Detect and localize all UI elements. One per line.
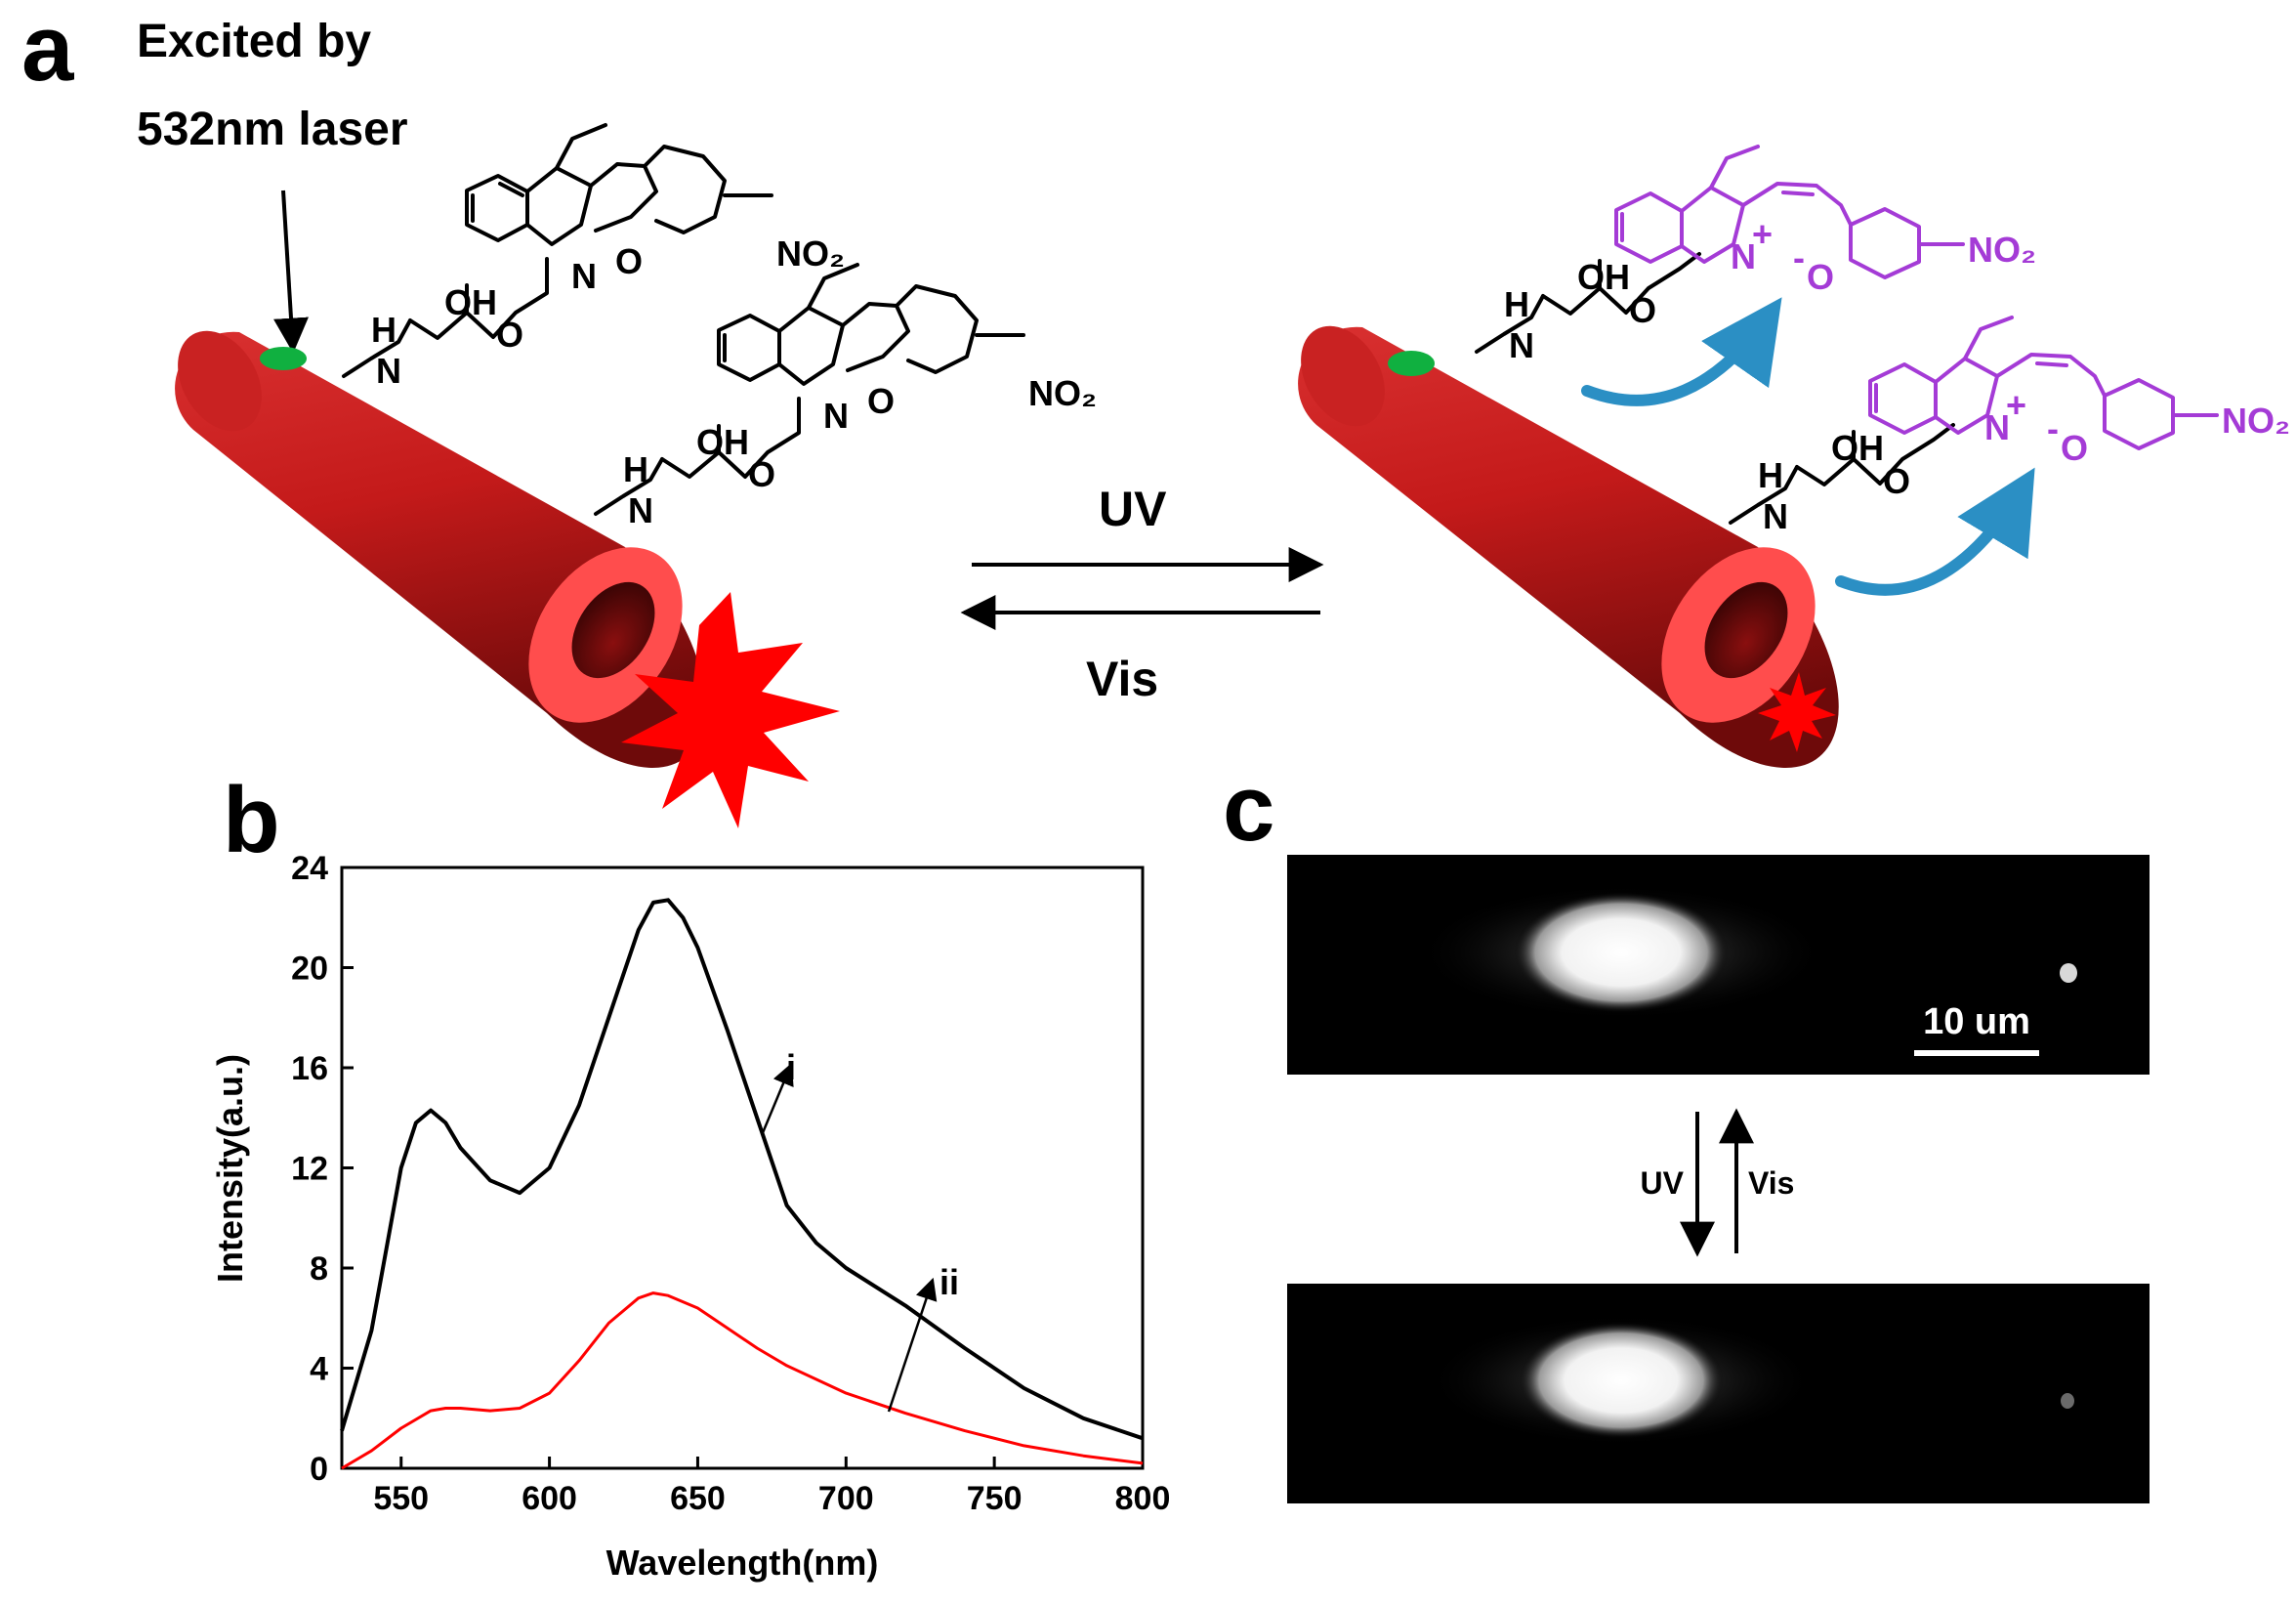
x-tick-label: 600 — [522, 1480, 577, 1517]
x-tick-label: 650 — [670, 1480, 726, 1517]
amine-n: N — [628, 490, 653, 530]
emission-star-small — [1758, 672, 1836, 752]
tube-back-end — [1301, 325, 1385, 427]
iminium-charge: + — [2006, 385, 2026, 425]
nanotube-bright — [175, 330, 706, 768]
ether-o: O — [1629, 290, 1656, 330]
curve-i-pointer — [760, 1062, 794, 1136]
iminium-n: N — [1984, 407, 2010, 447]
amine-h: H — [623, 449, 648, 489]
panel-c: c 10 um UV Vis — [1223, 756, 2150, 1503]
panel-a-label: a — [21, 0, 74, 101]
tube-bore — [1704, 581, 1788, 679]
nitro-group: NO₂ — [1968, 230, 2036, 270]
y-tick-label: 24 — [291, 850, 328, 887]
panel-a: a Excited by 532nm laser H N — [21, 0, 2290, 828]
phenolate-o: O — [2061, 428, 2088, 468]
tip-spot — [2060, 963, 2077, 983]
curve-ii-pointer — [887, 1277, 938, 1413]
laser-spot — [260, 347, 307, 370]
uv-label: UV — [1099, 482, 1167, 536]
excitation-label-line2: 532nm laser — [137, 104, 408, 155]
laser-pointer-arrow — [273, 190, 309, 354]
merocyanine-molecule-1: H N OH O N + O - NO₂ — [1475, 145, 2036, 406]
phenolate-charge: - — [2047, 408, 2059, 448]
spiropyran-molecule-2: H N OH O N O NO₂ — [594, 263, 1097, 530]
y-tick-label: 8 — [310, 1250, 328, 1288]
spiropyran-molecule-1: H N OH O N O NO₂ — [342, 123, 845, 391]
ether-o: O — [748, 454, 775, 494]
curve-ii-label: ii — [939, 1262, 959, 1302]
indoline-n: N — [571, 256, 597, 296]
y-tick-label: 12 — [291, 1151, 328, 1188]
micrograph-before: 10 um — [1287, 855, 2150, 1075]
x-tick-label: 700 — [818, 1480, 874, 1517]
nitro-group: NO₂ — [1028, 373, 1097, 413]
plot-frame — [340, 866, 1145, 1470]
series-line-i — [340, 898, 1144, 1441]
phenolate-o: O — [1807, 257, 1834, 297]
emission-star-large — [621, 592, 840, 828]
y-tick-label: 16 — [291, 1050, 328, 1087]
y-tick-label: 4 — [310, 1351, 328, 1388]
ether-o: O — [496, 315, 523, 355]
vis-label: Vis — [1748, 1165, 1794, 1201]
scale-bar-label: 10 um — [1923, 1001, 2030, 1042]
vis-label: Vis — [1086, 652, 1158, 706]
panel-b-label: b — [223, 768, 280, 872]
indoline-n: N — [823, 396, 849, 436]
series-line-ii — [341, 1291, 1144, 1470]
amine-n: N — [376, 351, 401, 391]
nitro-group: NO₂ — [2222, 401, 2290, 441]
y-tick-label: 20 — [291, 951, 328, 988]
nanotube-dim — [1298, 325, 1839, 768]
amine-n: N — [1763, 496, 1788, 536]
ether-o: O — [1883, 461, 1910, 501]
x-tick-label: 750 — [967, 1480, 1023, 1517]
phenolate-charge: - — [1793, 237, 1805, 277]
micrograph-after — [1287, 1284, 2150, 1503]
excitation-label-line1: Excited by — [137, 16, 371, 67]
panel-b: b 550 600 650 700 750 800 0 4 8 12 16 20 24 Waveleng… — [210, 768, 1170, 1583]
hydroxyl: OH — [444, 282, 497, 322]
pyran-o: O — [867, 381, 895, 421]
plot-series — [340, 898, 1144, 1470]
x-tick-label: 550 — [373, 1480, 429, 1517]
amine-h: H — [371, 310, 397, 350]
merocyanine-molecule-2: H N OH O N + O - NO₂ — [1729, 316, 2290, 596]
curve-i-label: i — [786, 1047, 796, 1087]
amine-h: H — [1758, 455, 1783, 495]
hydroxyl: OH — [1577, 257, 1630, 297]
uv-label: UV — [1641, 1165, 1685, 1201]
axis-ticks: 550 600 650 700 750 800 0 4 8 12 16 20 24 — [291, 850, 1170, 1517]
nitro-group: NO₂ — [776, 233, 845, 274]
y-axis-title: Intensity(a.u.) — [210, 1054, 250, 1283]
bright-spot — [1519, 1322, 1724, 1439]
hydroxyl: OH — [1831, 428, 1884, 468]
charge-transfer-arrow — [1835, 467, 2035, 596]
iminium-charge: + — [1752, 214, 1773, 254]
panel-c-label: c — [1223, 756, 1274, 861]
pyran-o: O — [615, 241, 643, 281]
x-axis-title: Wavelength(nm) — [606, 1543, 879, 1583]
iminium-n: N — [1731, 236, 1756, 276]
x-tick-label: 800 — [1115, 1480, 1171, 1517]
scale-bar — [1914, 1050, 2039, 1056]
tube-back-end — [178, 330, 262, 432]
hydroxyl: OH — [696, 422, 749, 462]
tip-spot — [2061, 1393, 2074, 1409]
tube-bore — [571, 581, 655, 679]
amine-n: N — [1509, 325, 1534, 365]
y-tick-label: 0 — [310, 1451, 328, 1488]
charge-transfer-arrow — [1581, 297, 1782, 406]
laser-spot — [1388, 351, 1435, 376]
bright-spot — [1514, 892, 1729, 1013]
amine-h: H — [1504, 284, 1529, 324]
